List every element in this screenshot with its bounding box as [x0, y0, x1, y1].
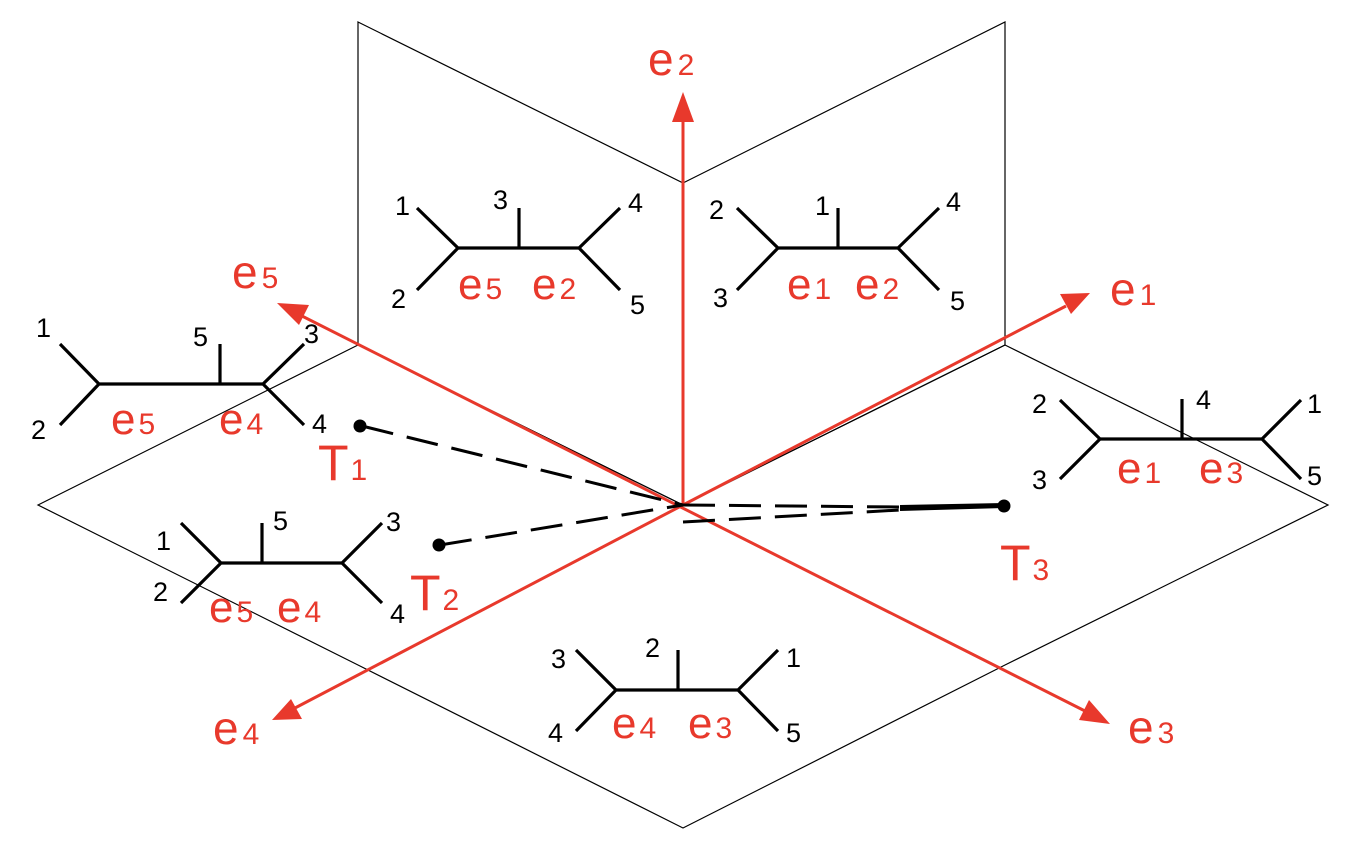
geodesic-T1-origin	[361, 424, 684, 507]
leaf-label: 4	[946, 187, 961, 217]
arrow-e4	[272, 699, 302, 720]
leaf-label: 1	[36, 313, 51, 343]
axis-e3-e5	[295, 311, 1086, 713]
leaf-label: 4	[628, 188, 643, 218]
leaf-label: 4	[312, 409, 327, 439]
vertical-plane-left	[357, 21, 684, 506]
point-T2	[432, 538, 446, 552]
geodesics	[361, 424, 1004, 547]
leaf-label: 2	[31, 415, 46, 445]
leaf-label: 5	[950, 286, 965, 316]
geodesic-T2-origin	[439, 503, 684, 547]
leaf-label: 3	[304, 319, 319, 349]
leaf-label: 4	[390, 599, 405, 629]
tree-edges	[58, 342, 306, 427]
axis-e1	[682, 304, 1067, 507]
tree-edges	[574, 648, 780, 733]
point-T1	[353, 419, 367, 433]
leaf-label: 1	[815, 191, 830, 221]
arrow-e2	[672, 92, 694, 122]
axes	[272, 92, 1110, 724]
geodesic-T2-T3	[682, 508, 901, 524]
leaf-label: 2	[153, 577, 168, 607]
tree-edges	[415, 206, 622, 292]
leaf-label: 2	[391, 284, 406, 314]
leaf-label: 5	[1307, 461, 1322, 491]
arrow-e1	[1060, 293, 1090, 314]
leaf-label: 5	[193, 322, 208, 352]
point-T3	[997, 499, 1011, 513]
arrow-e5	[277, 303, 309, 325]
leaf-label: 4	[1196, 385, 1211, 415]
geodesic-merge-wedge	[900, 503, 1004, 511]
leaf-label: 1	[156, 526, 171, 556]
point-label-T3: T3	[1000, 535, 1049, 591]
leaf-label: 5	[273, 506, 288, 536]
vertical-plane-right	[682, 21, 1006, 506]
tree-points: T1 T2 T3	[318, 419, 1049, 621]
leaf-label: 5	[786, 718, 801, 748]
leaf-label: 4	[548, 718, 563, 748]
leaf-label: 1	[786, 643, 801, 673]
leaf-label: 5	[630, 290, 645, 320]
leaf-label: 2	[709, 195, 724, 225]
leaf-label: 3	[386, 507, 401, 537]
leaf-label: 3	[551, 644, 566, 674]
tree-edges	[179, 521, 384, 605]
point-label-T2: T2	[410, 565, 459, 621]
arrow-e3	[1079, 700, 1110, 724]
tree-edges	[735, 206, 941, 292]
tree-edges	[1058, 398, 1303, 481]
point-label-T1: T1	[318, 435, 367, 491]
geodesic-T3-origin	[682, 503, 901, 509]
leaf-label: 2	[645, 633, 660, 663]
leaf-label: 3	[1032, 465, 1047, 495]
leaf-label: 1	[1307, 389, 1322, 419]
leaf-label: 3	[713, 283, 728, 313]
axis-e4	[294, 503, 684, 710]
leaf-label: 2	[1032, 389, 1047, 419]
leaf-label: 3	[493, 185, 508, 215]
leaf-label: 1	[395, 191, 410, 221]
